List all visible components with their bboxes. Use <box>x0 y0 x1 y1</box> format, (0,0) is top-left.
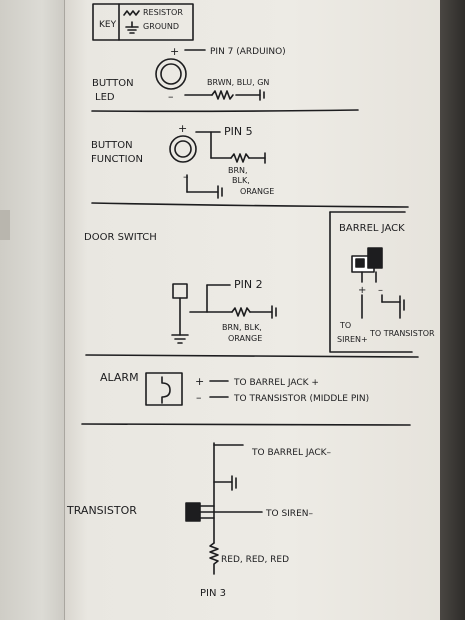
led-button-outer-icon <box>155 58 187 90</box>
alarm-plus: + <box>195 375 204 388</box>
barrel-jack-box <box>329 211 413 353</box>
divider-3 <box>85 354 419 358</box>
transistor-pin-label: PIN 3 <box>200 588 226 599</box>
button-function-title-2: FUNCTION <box>91 154 143 165</box>
door-switch-pin-label: PIN 2 <box>234 278 263 291</box>
button-function-resistor-3: ORANGE <box>240 187 274 196</box>
barrel-jack-minus: – <box>378 285 383 296</box>
button-led-resistor-colors: BRWN, BLU, GN <box>207 78 269 87</box>
button-function-plus: + <box>178 122 187 135</box>
function-button-outer-icon <box>169 135 197 163</box>
alarm-siren-icon <box>161 376 171 404</box>
led-resistor-icon <box>211 90 234 100</box>
barrel-jack-icon <box>351 247 383 283</box>
key-ground-label: GROUND <box>143 22 179 31</box>
button-function-resistor-1: BRN, <box>228 166 248 175</box>
desk-background <box>0 0 70 620</box>
divider-2 <box>91 202 409 208</box>
alarm-minus: – <box>196 391 202 404</box>
alarm-box-icon <box>145 372 183 406</box>
transistor-resistor-icon <box>209 542 219 575</box>
button-led-minus: – <box>168 90 174 103</box>
barrel-to-siren-2: SIREN+ <box>337 335 368 344</box>
barrel-jack-title: BARREL JACK <box>339 223 405 234</box>
divider-1 <box>91 109 359 113</box>
button-led-title-1: BUTTON <box>92 78 134 89</box>
door-switch-icon <box>172 283 188 299</box>
door-switch-resistor-2: ORANGE <box>228 334 262 343</box>
transistor-to-barrel: TO BARREL JACK– <box>251 448 332 458</box>
button-led-title-2: LED <box>95 92 115 103</box>
door-switch-title: DOOR SWITCH <box>84 232 157 243</box>
barrel-to-transistor: TO TRANSISTOR <box>369 329 435 338</box>
alarm-line-1: TO BARREL JACK + <box>233 378 319 388</box>
button-led-pin-label: PIN 7 (ARDUINO) <box>210 47 286 57</box>
resistor-icon <box>123 10 140 16</box>
button-function-title-1: BUTTON <box>91 140 133 151</box>
button-led-plus: + <box>170 45 179 58</box>
button-function-minus: – <box>183 170 189 183</box>
door-resistor-icon <box>231 307 251 317</box>
key-resistor-label: RESISTOR <box>143 8 183 17</box>
alarm-title: ALARM <box>100 371 139 384</box>
alarm-line-2: TO TRANSISTOR (MIDDLE PIN) <box>233 394 369 404</box>
transistor-title: TRANSISTOR <box>66 504 137 517</box>
door-switch-ground-icon <box>171 334 189 344</box>
ground-icon <box>125 21 139 34</box>
barrel-jack-plus: + <box>358 285 366 296</box>
transistor-resistor-colors: RED, RED, RED <box>221 555 289 565</box>
divider-4 <box>81 423 411 426</box>
barrel-to-siren-1: TO <box>339 321 351 330</box>
key-box <box>92 3 194 41</box>
transistor-to-siren: TO SIREN– <box>265 509 313 519</box>
notebook-edge <box>440 0 465 620</box>
transistor-icon <box>185 502 201 522</box>
button-function-resistor-2: BLK, <box>232 176 250 185</box>
key-title: KEY <box>99 20 117 30</box>
binder-clip <box>0 210 10 240</box>
function-resistor-icon <box>230 153 250 163</box>
led-button-inner-icon <box>160 63 182 85</box>
function-button-inner-icon <box>174 140 192 158</box>
door-switch-resistor-1: BRN, BLK, <box>222 323 262 332</box>
button-function-pin-label: PIN 5 <box>224 125 253 138</box>
notebook-page <box>64 0 441 620</box>
